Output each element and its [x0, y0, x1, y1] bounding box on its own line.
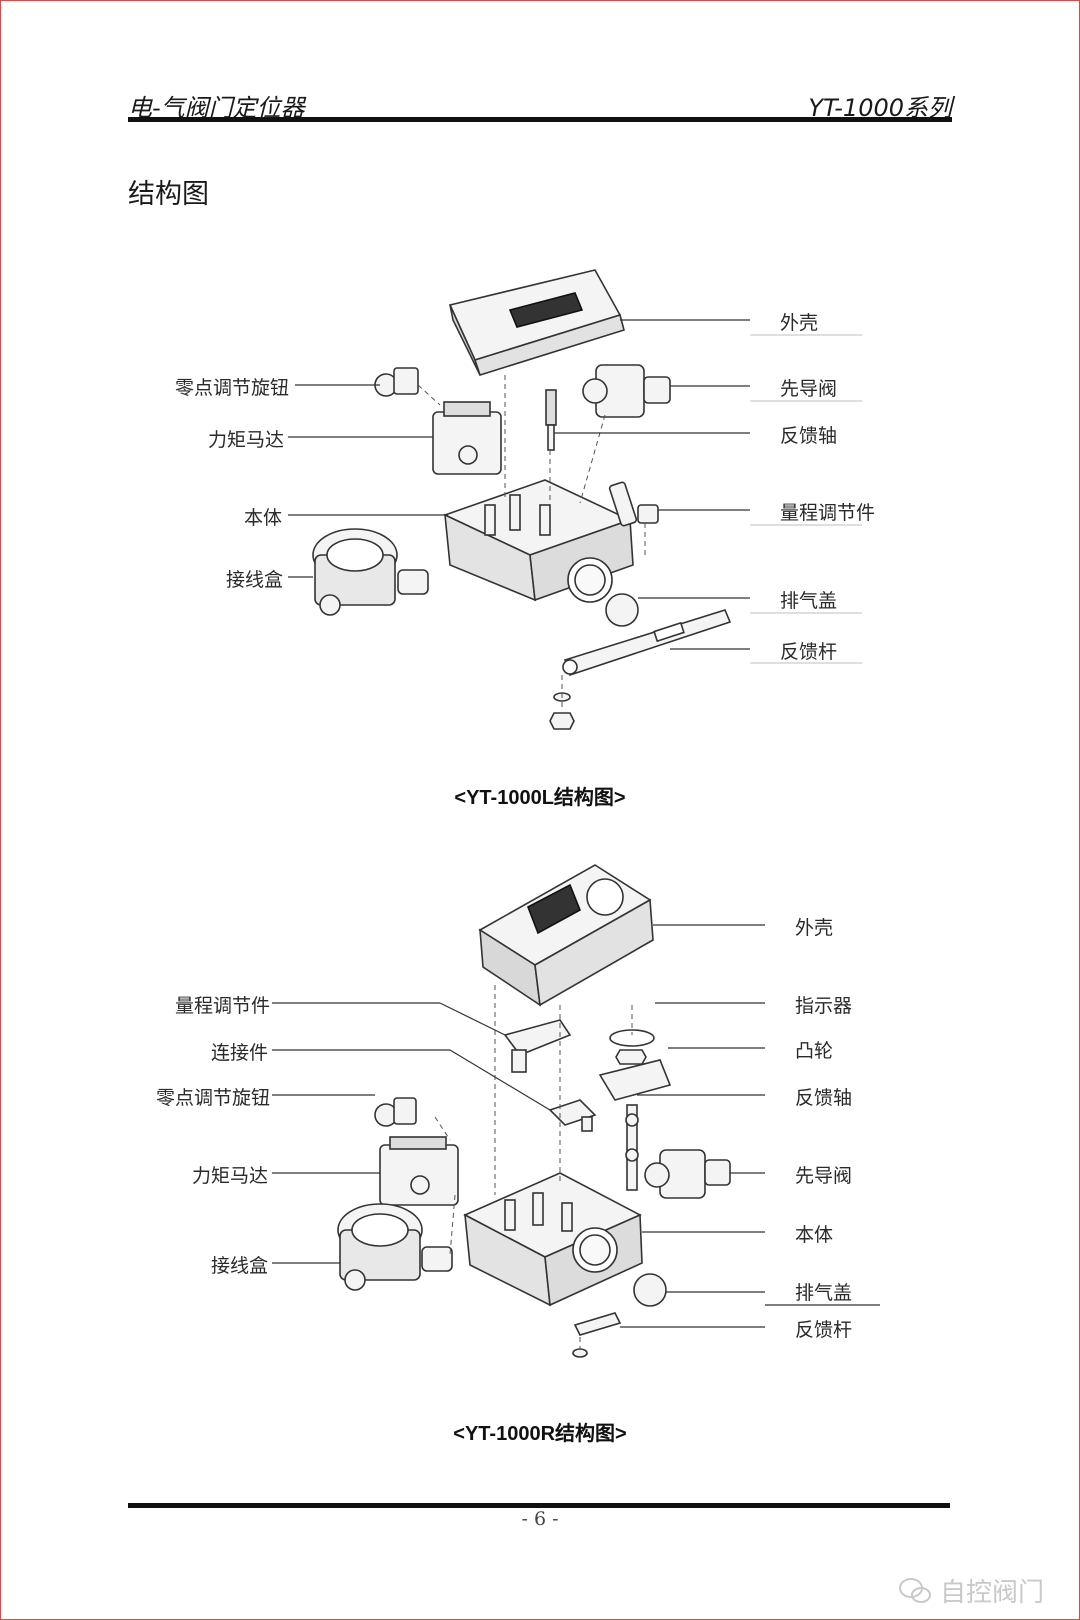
label-body: 本体 [795, 1224, 834, 1246]
label-indicator: 指示器 [795, 995, 853, 1017]
label-feedback-lever: 反馈杆 [795, 1319, 853, 1341]
label-housing: 外壳 [780, 312, 819, 334]
watermark-text: 自控阀门 [939, 1578, 1044, 1608]
label-pilot-valve: 先导阀 [780, 378, 838, 400]
label-span-adjuster: 量程调节件 [780, 502, 876, 524]
label-zero-knob: 零点调节旋钮 [156, 1087, 271, 1109]
label-feedback-lever: 反馈杆 [780, 641, 838, 663]
yt1000r-drawing [272, 864, 880, 1358]
label-torque-motor: 力矩马达 [208, 429, 285, 451]
yt1000l-drawing [288, 269, 862, 730]
figure2-caption: <YT-1000R结构图> [453, 1423, 627, 1445]
label-feedback-shaft: 反馈轴 [795, 1087, 853, 1109]
watermark: 自控阀门 [898, 1572, 1044, 1609]
label-cam: 凸轮 [795, 1040, 834, 1062]
label-zero-knob: 零点调节旋钮 [175, 377, 290, 399]
label-pilot-valve: 先导阀 [795, 1165, 853, 1187]
label-exhaust-cover: 排气盖 [795, 1282, 853, 1304]
label-exhaust-cover: 排气盖 [780, 590, 838, 612]
label-housing: 外壳 [795, 917, 834, 939]
header-rule [128, 117, 952, 122]
wechat-icon [898, 1577, 931, 1603]
yt1000r-diagram: 外壳 量程调节件 指示器 连接件 凸轮 零点调节旋钮 反馈轴 力矩马达 先导阀 … [150, 855, 930, 1405]
yt1000l-diagram: 外壳 零点调节旋钮 先导阀 力矩马达 反馈轴 本体 量程调节件 接线盒 排气盖 … [150, 265, 930, 755]
footer-rule [128, 1503, 950, 1508]
label-torque-motor: 力矩马达 [192, 1165, 269, 1187]
label-junction-box: 接线盒 [211, 1255, 269, 1277]
label-junction-box: 接线盒 [226, 569, 284, 591]
label-connector: 连接件 [211, 1042, 269, 1064]
section-title: 结构图 [128, 179, 209, 210]
label-span-adjuster: 量程调节件 [175, 995, 271, 1017]
label-body: 本体 [244, 507, 283, 529]
page-number: - 6 - [521, 1508, 559, 1530]
figure1-caption: <YT-1000L结构图> [454, 787, 626, 809]
label-feedback-shaft: 反馈轴 [780, 425, 838, 447]
